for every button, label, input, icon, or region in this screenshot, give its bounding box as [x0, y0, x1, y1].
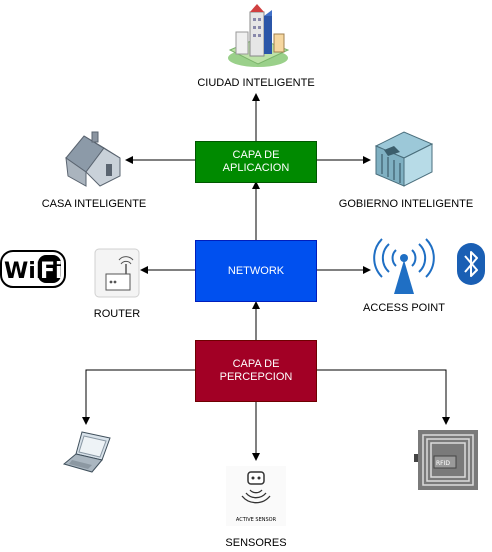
bluetooth-icon: [457, 243, 485, 285]
gobierno-inteligente-label: GOBIERNO INTELIGENTE: [338, 198, 474, 210]
access-point-label: ACCESS POINT: [363, 302, 445, 314]
network-box: NETWORK: [195, 240, 317, 302]
svg-text:RFID: RFID: [436, 460, 450, 467]
svg-text:WiFi: WiFi: [4, 259, 58, 284]
router-label: ROUTER: [93, 308, 141, 320]
house-icon: [65, 131, 121, 187]
router-icon: [94, 248, 140, 298]
wifi-logo-icon: WiFi Fi: [0, 250, 66, 288]
ciudad-inteligente-label: CIUDAD INTELIGENTE: [197, 77, 315, 89]
rfid-tag-icon: RFID: [414, 430, 478, 490]
capa-aplicacion-box: CAPA DE APLICACION: [195, 141, 317, 183]
government-building-icon: [374, 131, 434, 187]
arrow-to-rfid: [316, 369, 450, 425]
svg-text:Fi: Fi: [40, 259, 63, 284]
laptop-icon: [62, 431, 111, 473]
access-point-icon: [373, 238, 435, 294]
capa-percepcion-box: CAPA DE PERCEPCION: [195, 340, 317, 402]
active-sensor-icon: ACTIVE SENSOR: [226, 466, 286, 526]
sensores-label: SENSORES: [225, 537, 287, 549]
city-icon: [228, 4, 290, 67]
casa-inteligente-label: CASA INTELIGENTE: [41, 198, 147, 210]
svg-text:ACTIVE SENSOR: ACTIVE SENSOR: [236, 517, 277, 523]
arrow-to-laptop: [82, 369, 195, 425]
